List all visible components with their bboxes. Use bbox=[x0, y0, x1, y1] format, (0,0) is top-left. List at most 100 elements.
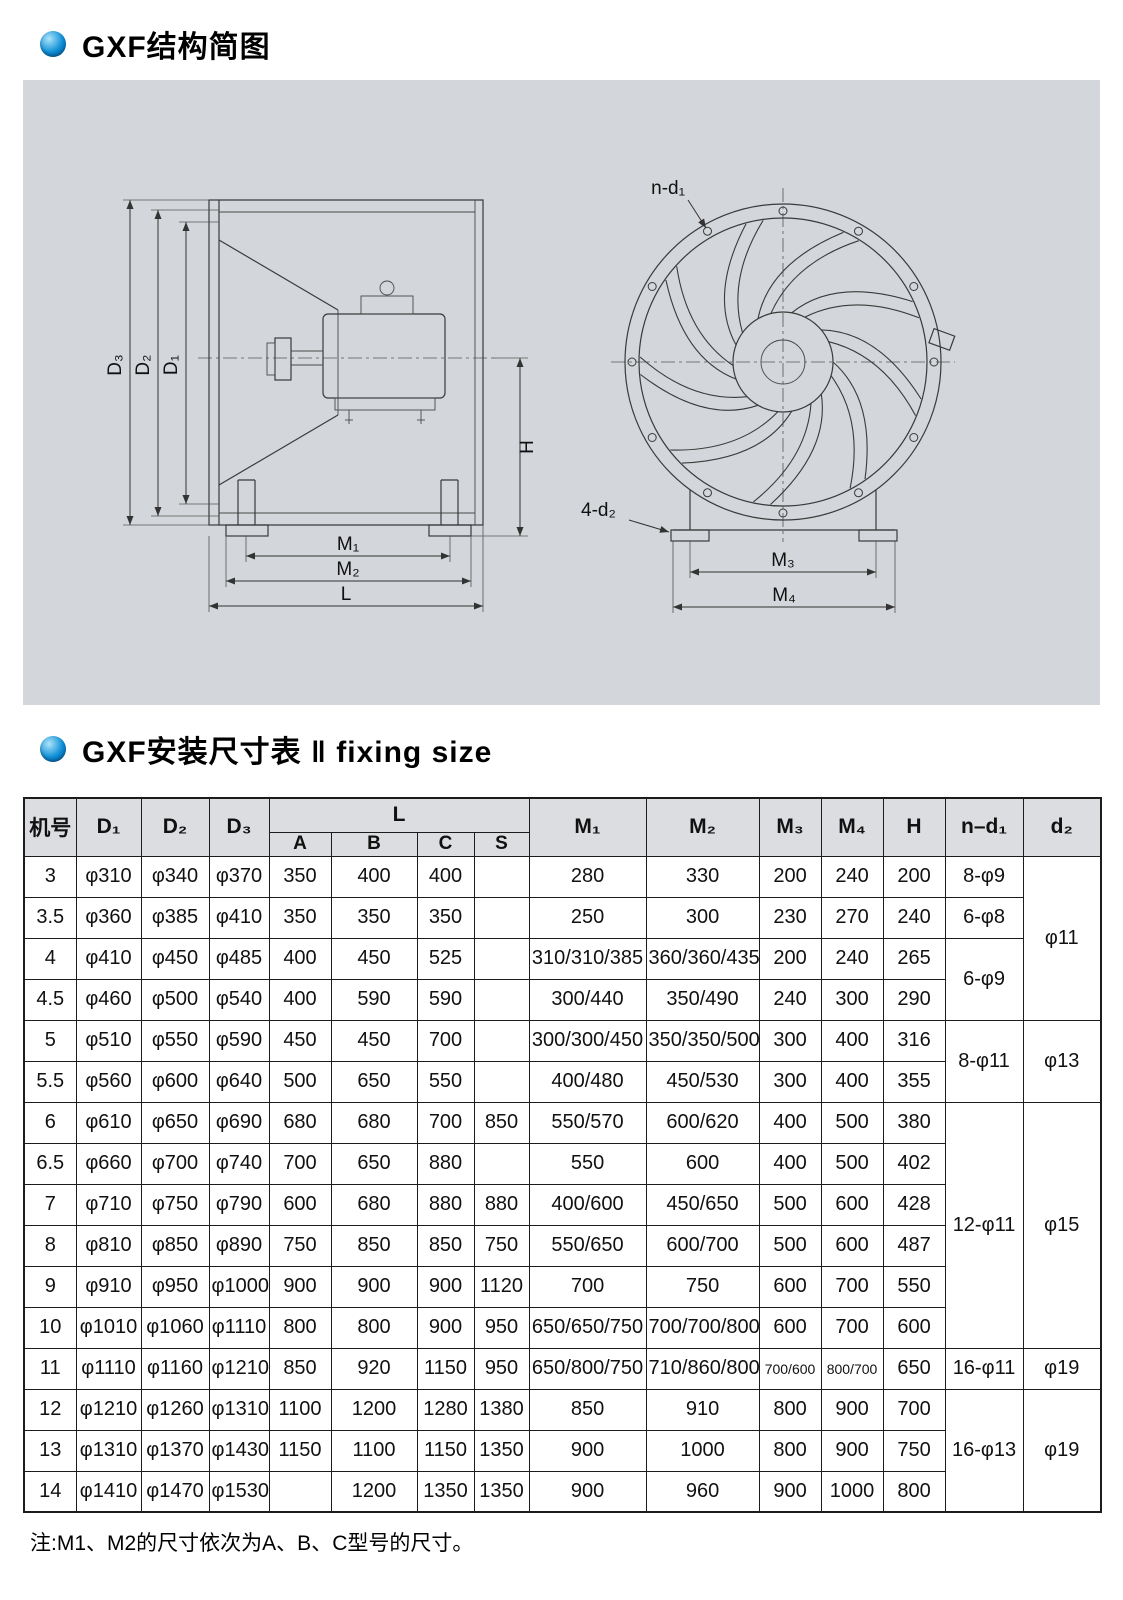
fan-side-view: D₃ D₂ D₁ bbox=[105, 199, 538, 612]
table-cell: 428 bbox=[882, 1183, 946, 1226]
table-cell: φ340 bbox=[140, 855, 210, 898]
table-cell: 500 bbox=[758, 1224, 822, 1267]
table-cell: 400 bbox=[758, 1142, 822, 1185]
table-cell: φ15 bbox=[1022, 1101, 1102, 1349]
table-cell: φ19 bbox=[1022, 1388, 1102, 1513]
table-cell: φ510 bbox=[75, 1019, 142, 1062]
table-cell: φ890 bbox=[208, 1224, 270, 1267]
table-cell: φ610 bbox=[75, 1101, 142, 1144]
table-cell: 900 bbox=[820, 1429, 884, 1472]
table-cell: 500 bbox=[758, 1183, 822, 1226]
table-cell: 355 bbox=[882, 1060, 946, 1103]
structure-diagram: D₃ D₂ D₁ bbox=[105, 178, 956, 613]
table-cell: 450 bbox=[330, 937, 418, 980]
table-cell: 280 bbox=[528, 855, 647, 898]
table-cell: 680 bbox=[268, 1101, 332, 1144]
fan-blades bbox=[639, 220, 922, 505]
table-cell: 900 bbox=[268, 1265, 332, 1308]
table-cell: 680 bbox=[330, 1183, 418, 1226]
table-cell: 400 bbox=[820, 1019, 884, 1062]
table-cell: φ1010 bbox=[75, 1306, 142, 1349]
table-cell: φ700 bbox=[140, 1142, 210, 1185]
table-cell: 800 bbox=[758, 1388, 822, 1431]
blue-dot-icon bbox=[40, 31, 66, 57]
table-cell: φ11 bbox=[1022, 855, 1102, 1021]
table-cell: 380 bbox=[882, 1101, 946, 1144]
table-cell: 450 bbox=[268, 1019, 332, 1062]
table-cell: 1350 bbox=[416, 1470, 475, 1513]
table-cell: 700 bbox=[528, 1265, 647, 1308]
fixing-size-table: 机号 D₁ D₂ D₃ L M₁ M₂ M₃ M₄ H n–d₁ d₂ A B … bbox=[23, 797, 1103, 1513]
table-cell: 200 bbox=[758, 855, 822, 898]
table-cell: 1000 bbox=[820, 1470, 884, 1513]
table-cell: 700 bbox=[268, 1142, 332, 1185]
table-cell: φ410 bbox=[208, 896, 270, 939]
label-m1: M₁ bbox=[337, 534, 359, 555]
table-cell: 680 bbox=[330, 1101, 418, 1144]
table-cell: φ950 bbox=[140, 1265, 210, 1308]
table-cell: 1150 bbox=[268, 1429, 332, 1472]
table-cell: φ550 bbox=[140, 1019, 210, 1062]
table-cell: 8-φ9 bbox=[944, 855, 1024, 898]
table-cell: 3.5 bbox=[23, 896, 77, 939]
table-cell: 487 bbox=[882, 1224, 946, 1267]
table-cell: 350/350/500 bbox=[645, 1019, 760, 1062]
front-feet bbox=[670, 490, 898, 542]
table-cell: φ640 bbox=[208, 1060, 270, 1103]
table-cell: 600 bbox=[268, 1183, 332, 1226]
table-cell: 600 bbox=[882, 1306, 946, 1349]
table-cell: 900 bbox=[330, 1265, 418, 1308]
col-header-s: S bbox=[473, 831, 530, 857]
label-d1: D₁ bbox=[161, 355, 182, 375]
table-cell: φ590 bbox=[208, 1019, 270, 1062]
table-cell: φ385 bbox=[140, 896, 210, 939]
dim-d3: D₃ bbox=[105, 199, 209, 526]
table-cell: 600 bbox=[758, 1306, 822, 1349]
table-cell: 550 bbox=[882, 1265, 946, 1308]
table-cell: 850 bbox=[473, 1101, 530, 1144]
col-header-d3: D₃ bbox=[208, 797, 270, 857]
table-cell: 900 bbox=[528, 1470, 647, 1513]
table-cell: 600/620 bbox=[645, 1101, 760, 1144]
table-cell: 402 bbox=[882, 1142, 946, 1185]
callout-nd1: n-d₁ bbox=[651, 178, 707, 229]
label-l: L bbox=[341, 584, 352, 605]
table-cell: 900 bbox=[820, 1388, 884, 1431]
table-cell: 550/650 bbox=[528, 1224, 647, 1267]
table-cell: φ1370 bbox=[140, 1429, 210, 1472]
table-cell: 450/650 bbox=[645, 1183, 760, 1226]
table-cell: 450/530 bbox=[645, 1060, 760, 1103]
table-cell: 400/600 bbox=[528, 1183, 647, 1226]
table-cell: 316 bbox=[882, 1019, 946, 1062]
label-m2: M₂ bbox=[336, 559, 359, 580]
table-cell: φ660 bbox=[75, 1142, 142, 1185]
table-cell: 330 bbox=[645, 855, 760, 898]
col-header-m1: M₁ bbox=[528, 797, 647, 857]
dim-h: H bbox=[471, 357, 538, 537]
table-cell: φ650 bbox=[140, 1101, 210, 1144]
table-cell: 1100 bbox=[268, 1388, 332, 1431]
table-cell: 7 bbox=[23, 1183, 77, 1226]
dim-d1: D₁ bbox=[161, 221, 219, 505]
table-cell: 750 bbox=[268, 1224, 332, 1267]
table-cell: 710/860/800 bbox=[645, 1347, 760, 1390]
table-cell: φ910 bbox=[75, 1265, 142, 1308]
table-cell: 900 bbox=[528, 1429, 647, 1472]
table-cell: φ1410 bbox=[75, 1470, 142, 1513]
table-cell: 1350 bbox=[473, 1429, 530, 1472]
table-cell: 650/800/750 bbox=[528, 1347, 647, 1390]
table-cell: 11 bbox=[23, 1347, 77, 1390]
table-cell: 300 bbox=[758, 1019, 822, 1062]
table-cell: 200 bbox=[882, 855, 946, 898]
table-cell: 310/310/385 bbox=[528, 937, 647, 980]
table-cell: 270 bbox=[820, 896, 884, 939]
table-cell: 590 bbox=[416, 978, 475, 1021]
table-cell: φ1430 bbox=[208, 1429, 270, 1472]
table-cell bbox=[473, 978, 530, 1021]
